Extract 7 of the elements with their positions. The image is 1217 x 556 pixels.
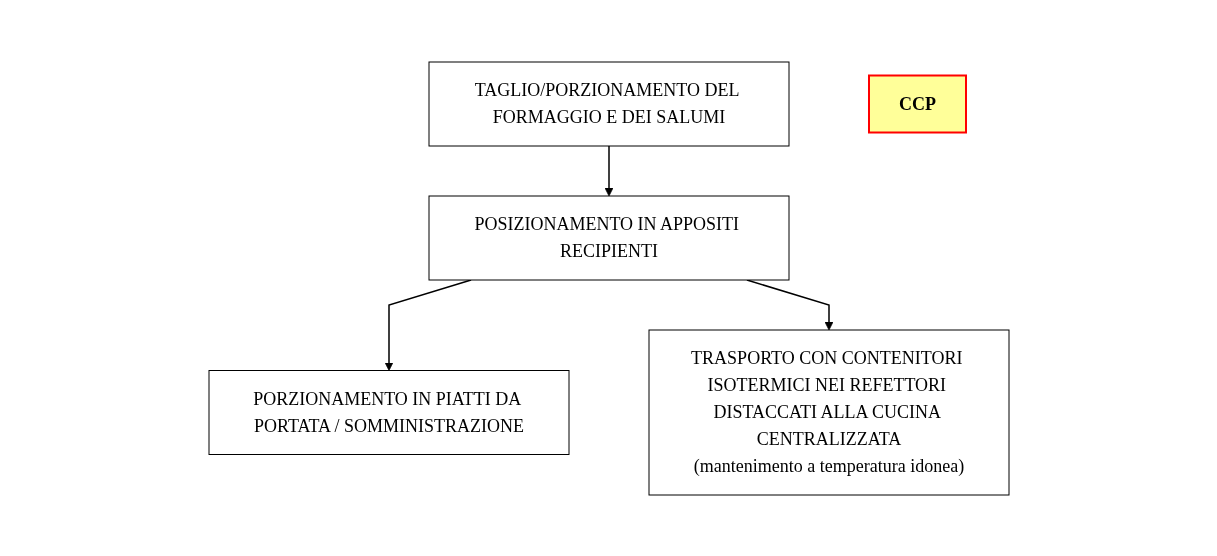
node-box: TRASPORTO CON CONTENITORI ISOTERMICI NEI REFETTORI DISTACCATI ALLA CUCINA CENTRALIZZATA (mantenimento a temperatura idonea): [648, 329, 1009, 495]
arrow: [384, 278, 472, 371]
node-box: POSIZIONAMENTO IN APPOSITI RECIPIENTI: [428, 195, 789, 280]
node-box: TAGLIO/PORZIONAMENTO DEL FORMAGGIO E DEI SALUMI: [428, 61, 789, 146]
node-box: PORZIONAMENTO IN PIATTI DA PORTATA / SOMMINISTRAZIONE: [208, 369, 569, 455]
arrow: [604, 144, 613, 196]
node-box: CCP: [867, 74, 967, 133]
